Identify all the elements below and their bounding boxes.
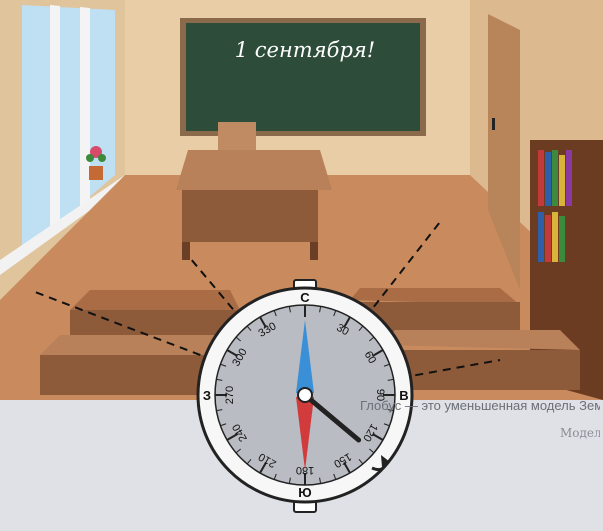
window-frame-bar (80, 7, 90, 206)
caption: Глобус — это уменьшенная модель Земли. (360, 398, 600, 413)
north-label: С (300, 290, 310, 305)
south-label: Ю (298, 485, 311, 500)
chalkboard-text: 1 сентября! (190, 38, 420, 62)
door-handle (492, 118, 495, 130)
window-frame-bar (50, 5, 60, 228)
west-label: З (203, 388, 211, 403)
compass-pivot (298, 388, 312, 402)
degree-label: 270 (224, 386, 236, 404)
body-text: Модель — это уп... ... (560, 425, 600, 525)
